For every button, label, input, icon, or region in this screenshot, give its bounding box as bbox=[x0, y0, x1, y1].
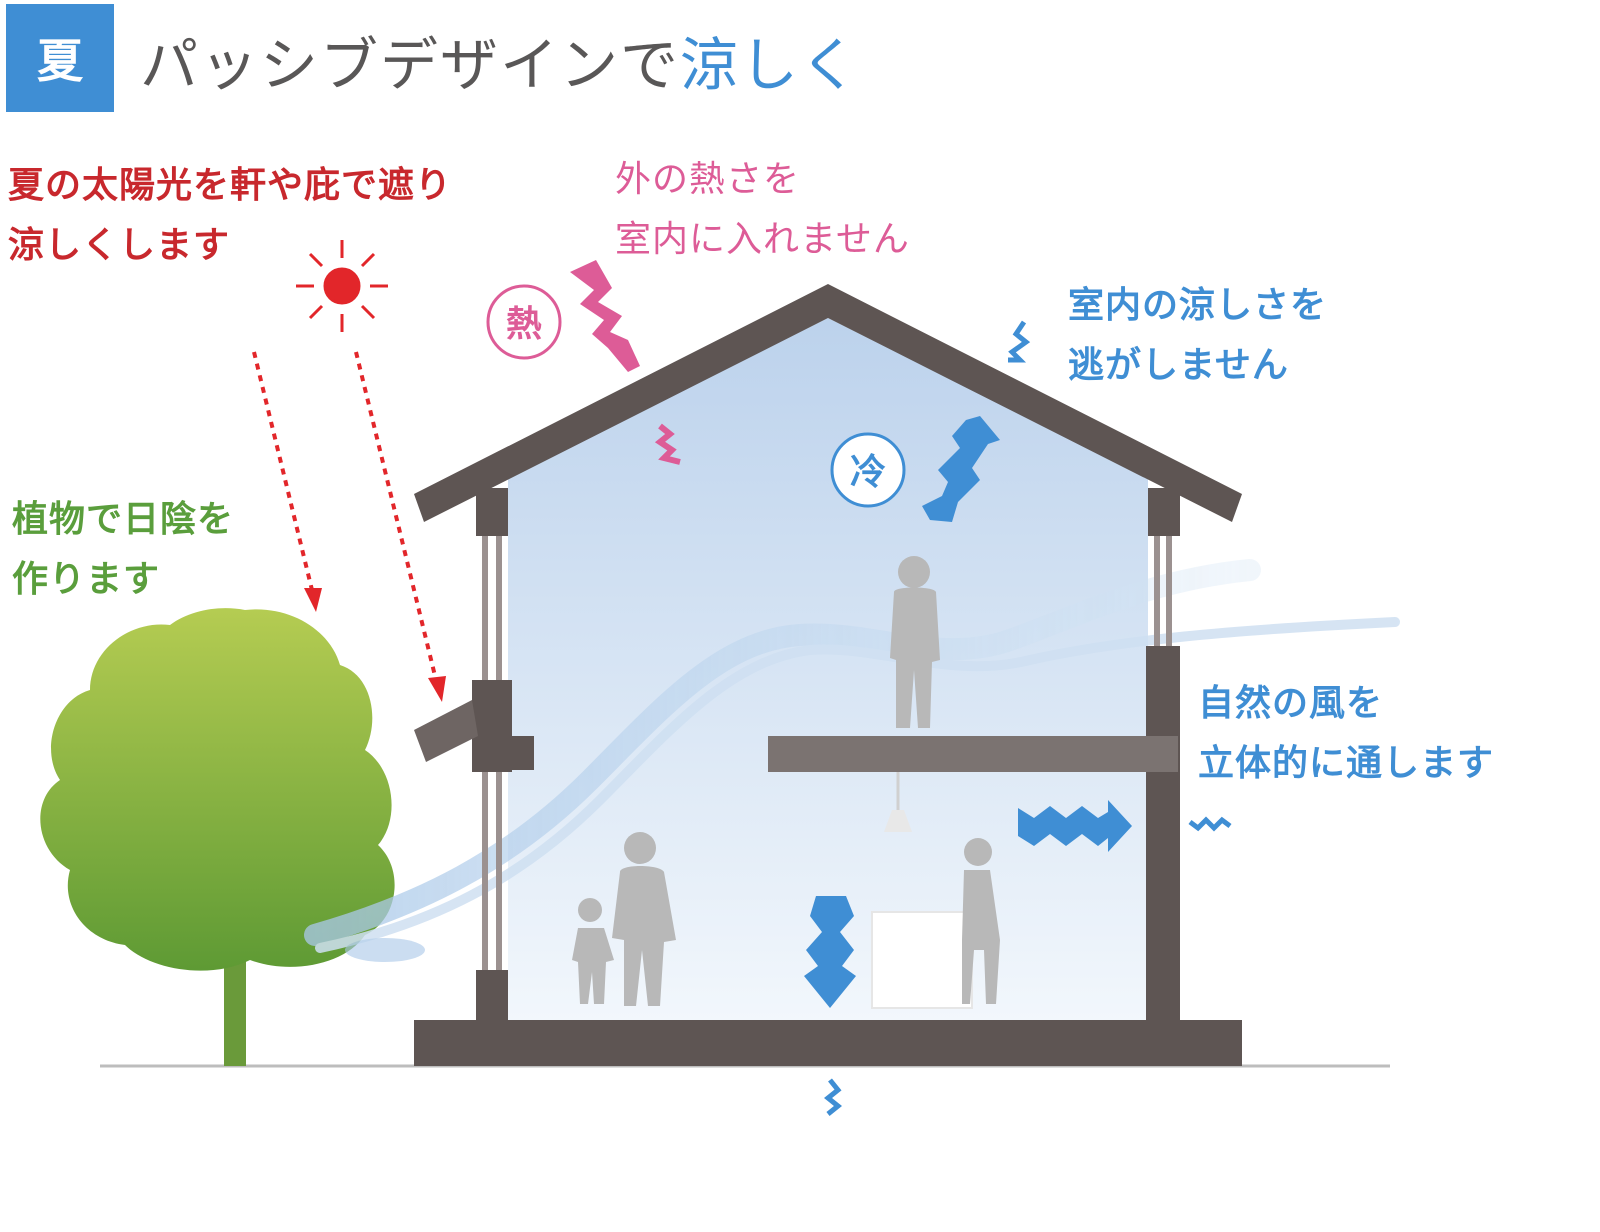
wind-caption-line1: 自然の風を bbox=[1198, 683, 1384, 724]
sun-caption-line2: 涼しくします bbox=[8, 225, 231, 266]
heat-small-zigzag-icon bbox=[654, 423, 681, 465]
cool-caption: 室内の涼しさを 逃がしません bbox=[1068, 276, 1327, 396]
page-title: パッシブデザインで涼しく bbox=[140, 18, 860, 102]
wind-caption: 自然の風を 立体的に通します bbox=[1198, 674, 1494, 794]
heat-badge-text: 熱 bbox=[506, 304, 542, 345]
tree-icon bbox=[40, 608, 395, 1066]
person-upstairs-icon bbox=[890, 556, 940, 728]
plant-caption-line1: 植物で日陰を bbox=[12, 499, 235, 540]
kitchen-counter bbox=[871, 911, 973, 1009]
cool-caption-line2: 逃がしません bbox=[1068, 345, 1289, 386]
cool-zigzag-arrow-icon bbox=[922, 416, 1000, 522]
person-kitchen-icon bbox=[962, 838, 1000, 1004]
cool-small-zigzag-icon bbox=[1008, 320, 1031, 363]
heat-zigzag-arrow-icon bbox=[570, 260, 640, 372]
plant-caption: 植物で日陰を 作ります bbox=[12, 490, 234, 610]
wind-arrow-icon bbox=[1018, 800, 1232, 852]
heat-caption-line2: 室内に入れません bbox=[615, 219, 910, 260]
cool-caption-line1: 室内の涼しさを bbox=[1068, 285, 1328, 326]
wind-caption-line2: 立体的に通します bbox=[1198, 743, 1495, 784]
person-adult-icon bbox=[612, 832, 676, 1006]
plant-caption-line2: 作ります bbox=[12, 559, 161, 600]
heat-caption-line1: 外の熱さを bbox=[615, 159, 801, 200]
cool-badge-text: 冷 bbox=[850, 452, 886, 493]
cool-badge: 冷 bbox=[830, 432, 906, 508]
heat-badge: 熱 bbox=[486, 284, 562, 360]
sun-caption-line1: 夏の太陽光を軒や庇で遮り bbox=[8, 165, 453, 206]
house-icon bbox=[414, 284, 1242, 1066]
sun-ray-arrow-eave bbox=[354, 351, 446, 702]
pendant-lamp-icon bbox=[884, 772, 912, 832]
sun-icon bbox=[296, 240, 388, 332]
sun-ray-arrow-tree bbox=[252, 351, 322, 612]
sun-caption: 夏の太陽光を軒や庇で遮り 涼しくします bbox=[8, 156, 452, 276]
title-prefix: パッシブデザインで bbox=[140, 31, 681, 99]
person-child-icon bbox=[572, 898, 614, 1004]
ground-small-zigzag-icon bbox=[823, 1078, 843, 1116]
title-accent: 涼しく bbox=[680, 31, 861, 99]
heat-caption: 外の熱さを 室内に入れません bbox=[615, 150, 910, 270]
floor-zigzag-arrow-icon bbox=[804, 896, 856, 1008]
season-badge: 夏 bbox=[6, 4, 114, 112]
